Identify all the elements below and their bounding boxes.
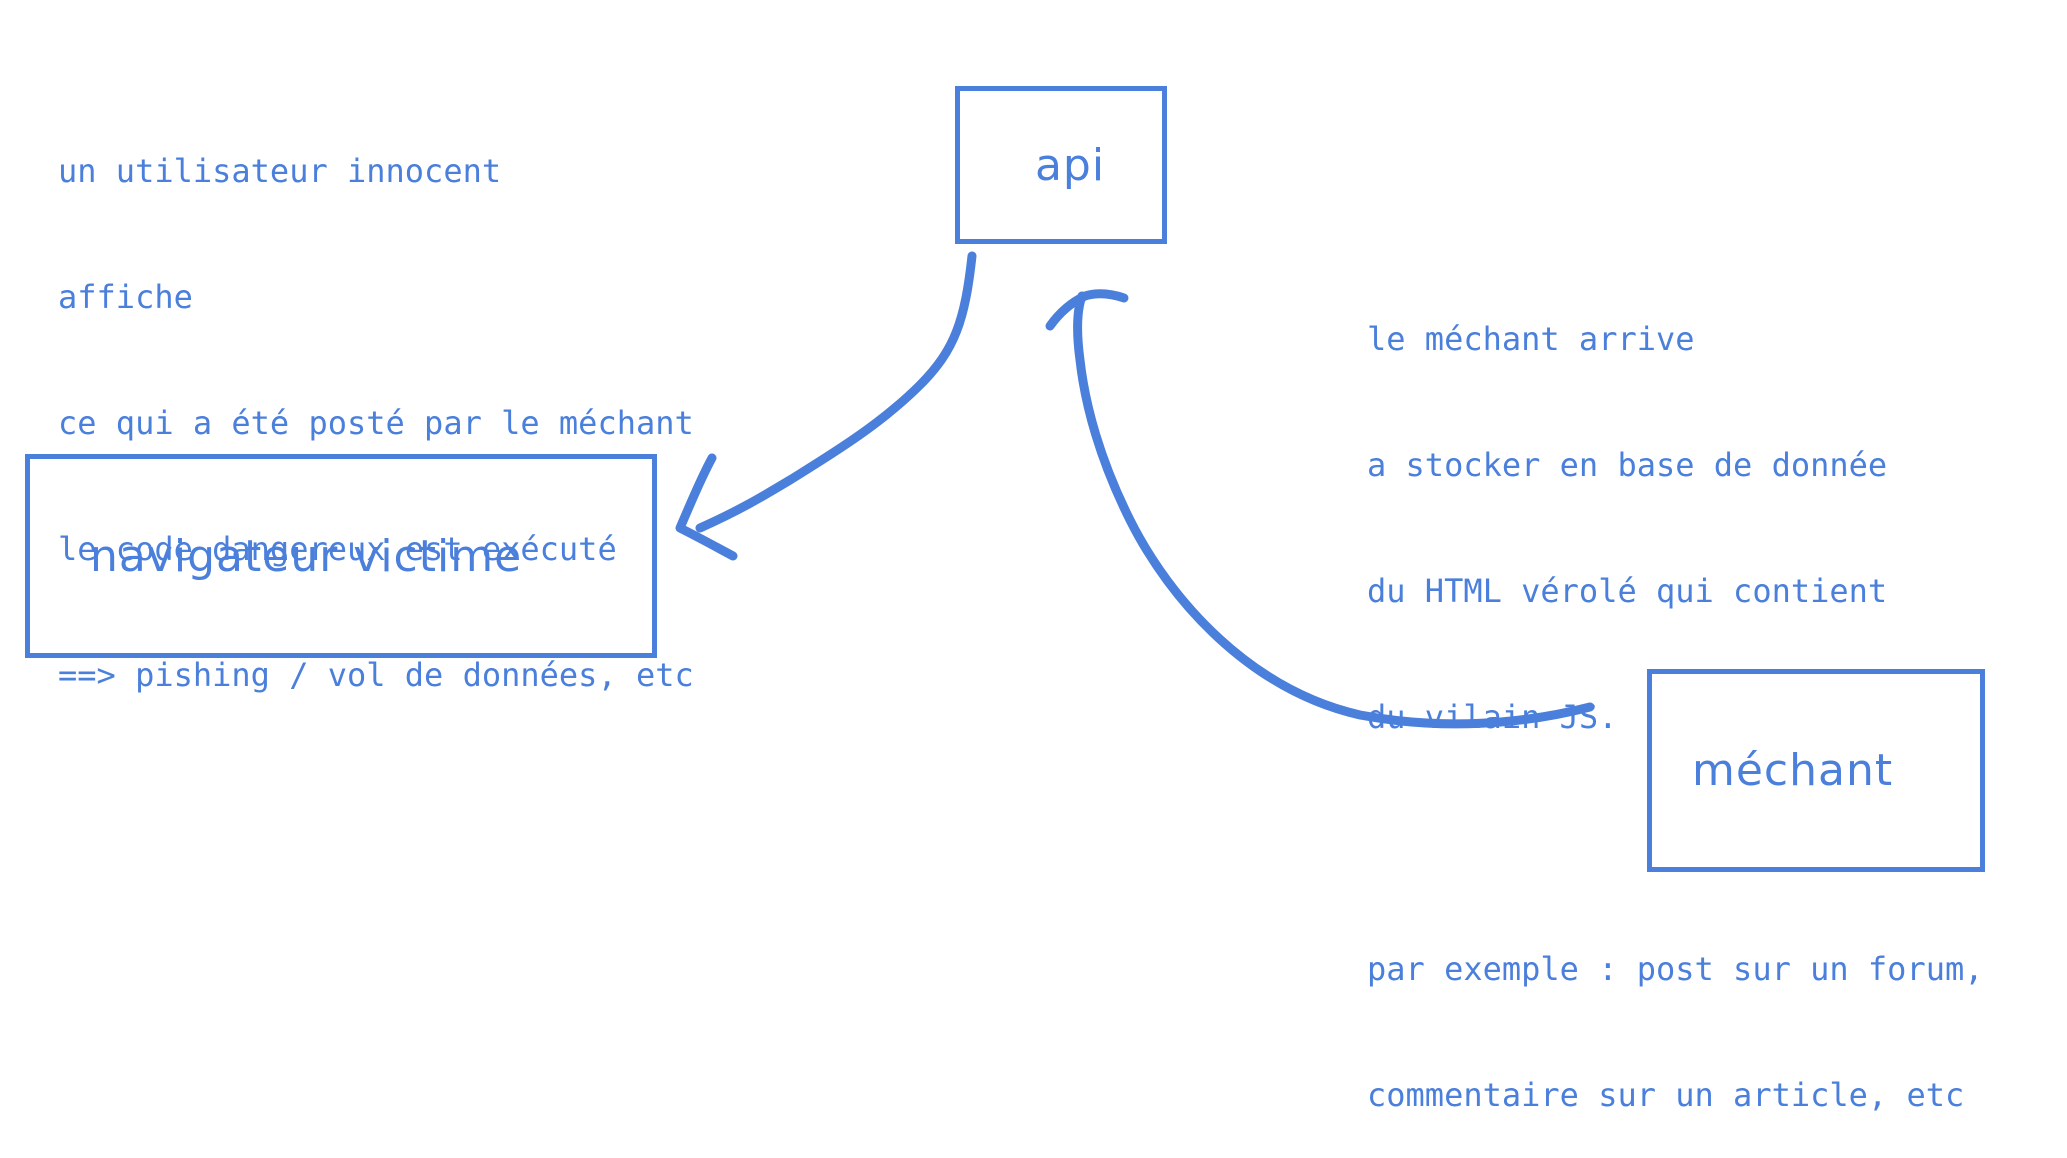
victim-note-line: affiche	[58, 278, 193, 316]
attacker-note-line: du HTML vérolé qui contient	[1367, 572, 1888, 610]
attacker-node: méchant	[1647, 669, 1985, 872]
victim-note: un utilisateur innocent affiche ce qui a…	[58, 66, 694, 738]
api-node-label: api	[1034, 139, 1106, 191]
arrow-api-to-victim	[695, 251, 977, 533]
victim-browser-node: navigateur victime	[25, 454, 657, 658]
attacker-note-line: le méchant arrive	[1367, 320, 1695, 358]
attacker-note-line: commentaire sur un article, etc	[1367, 1076, 1965, 1114]
arrow-head-api	[1045, 289, 1129, 331]
attacker-note-line: a stocker en base de donnée	[1367, 446, 1888, 484]
attacker-note-line: par exemple : post sur un forum,	[1367, 950, 1984, 988]
victim-note-line: un utilisateur innocent	[58, 152, 502, 190]
victim-browser-node-label: navigateur victime	[90, 530, 523, 582]
victim-note-line: ==> pishing / vol de données, etc	[58, 656, 694, 694]
victim-note-line: le code dangereux est exécuté	[58, 530, 617, 568]
api-node: api	[955, 86, 1167, 244]
victim-note-line: ce qui a été posté par le méchant	[58, 404, 694, 442]
attacker-node-label: méchant	[1692, 745, 1894, 796]
